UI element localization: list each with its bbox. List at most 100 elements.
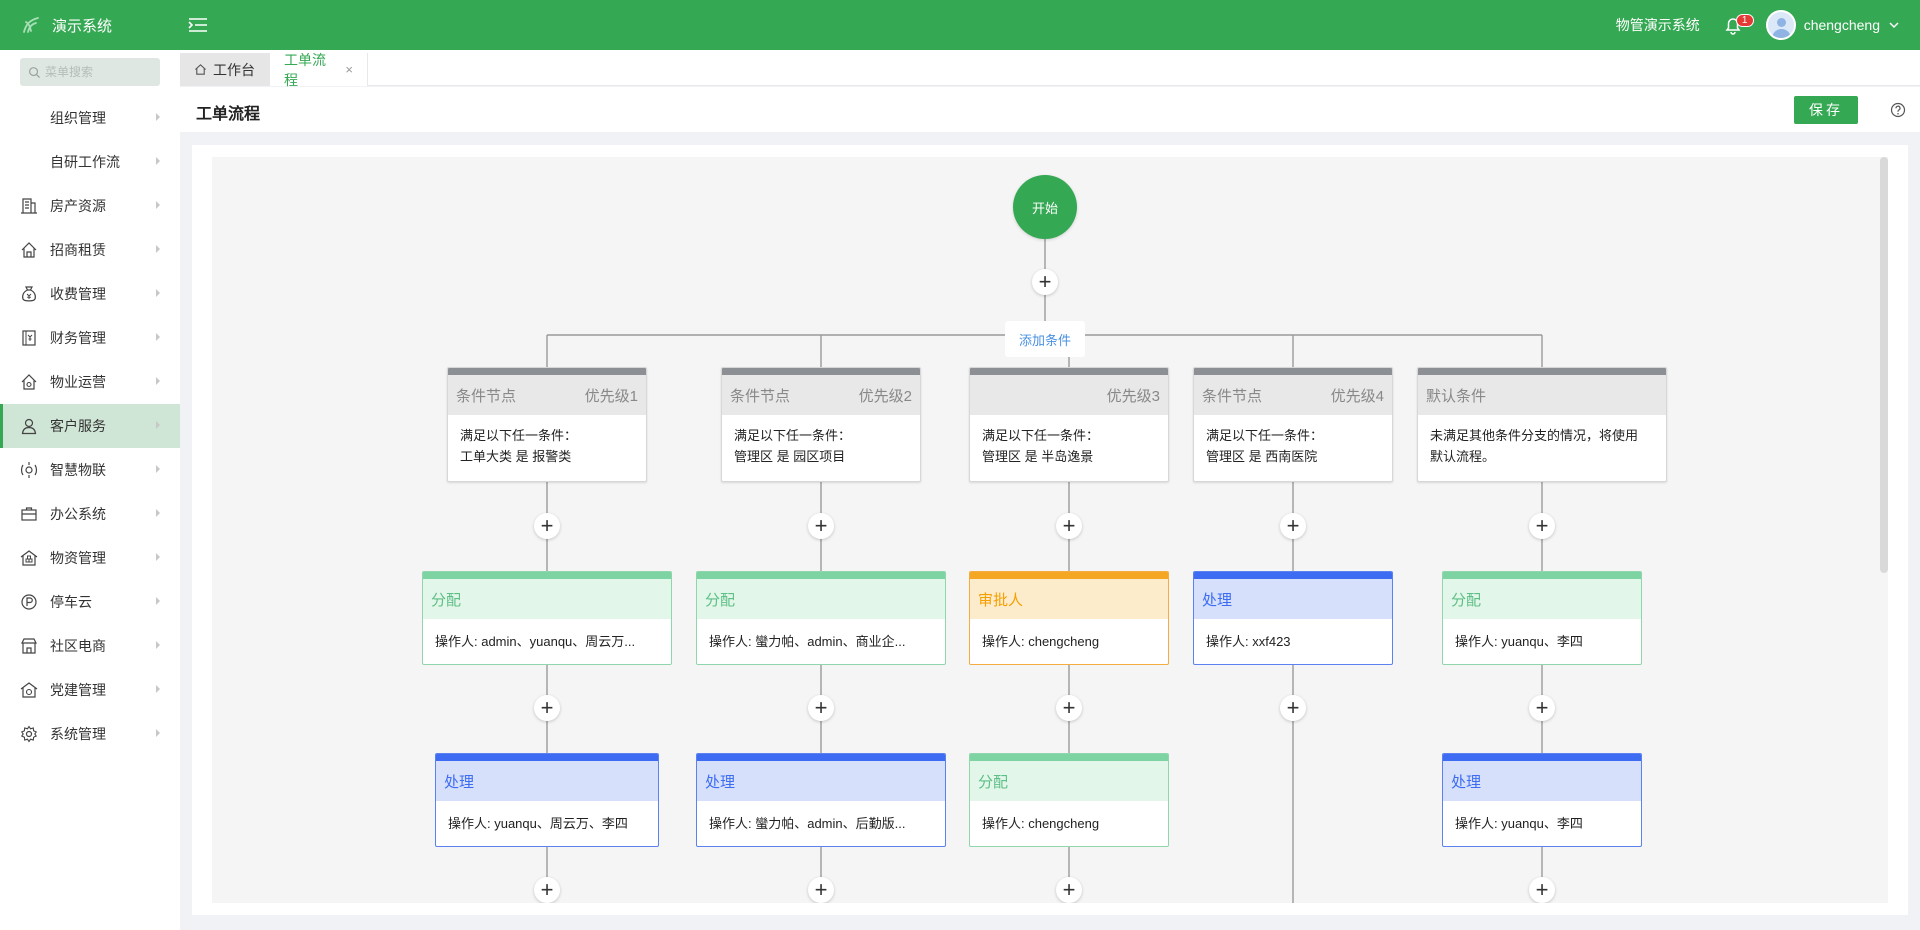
- sidebar-item-billing[interactable]: 收费管理: [0, 272, 180, 316]
- canvas-scrollbar[interactable]: [1880, 157, 1888, 573]
- assign-node[interactable]: 分配 操作人: 蠻力帕、admin、商业企...: [696, 571, 946, 665]
- approver-node[interactable]: 审批人 操作人: chengcheng: [969, 571, 1169, 665]
- sidebar-item-ecommerce[interactable]: 社区电商: [0, 624, 180, 668]
- sidebar-item-iot[interactable]: 智慧物联: [0, 448, 180, 492]
- tab-workorder-flow[interactable]: 工单流程 ×: [270, 52, 368, 88]
- assign-node[interactable]: 分配 操作人: chengcheng: [969, 753, 1169, 847]
- caret-right-icon: [156, 201, 160, 209]
- add-node-button[interactable]: +: [1280, 695, 1306, 721]
- add-node-button[interactable]: +: [1056, 513, 1082, 539]
- search-icon: [29, 66, 41, 78]
- condition-node-2[interactable]: 条件节点 优先级2 满足以下任一条件： 管理区 是 园区项目: [721, 367, 921, 482]
- chevron-down-icon: [1889, 22, 1899, 29]
- iot-icon: [20, 462, 38, 478]
- node-title: 分配: [978, 773, 1009, 791]
- menu-search[interactable]: [20, 58, 160, 86]
- condition-name: 条件节点: [730, 387, 791, 405]
- add-node-button[interactable]: +: [1056, 877, 1082, 903]
- add-node-button[interactable]: +: [1529, 513, 1555, 539]
- brand[interactable]: 演示系统: [20, 0, 112, 50]
- node-title: 审批人: [978, 591, 1024, 609]
- add-node-button[interactable]: +: [1529, 695, 1555, 721]
- sidebar-item-parking[interactable]: 停车云: [0, 580, 180, 624]
- condition-node-1[interactable]: 条件节点优先级1 满足以下任一条件：工单大类 是 报警类: [447, 367, 647, 482]
- condition-rule: 管理区 是 园区项目: [734, 449, 846, 464]
- condition-rule: 管理区 是 西南医院: [1206, 449, 1318, 464]
- node-operators: 操作人: xxf423: [1206, 634, 1291, 649]
- condition-priority: 优先级2: [858, 387, 912, 405]
- sidebar-item-materials[interactable]: 物资管理: [0, 536, 180, 580]
- sidebar-item-property[interactable]: 房产资源: [0, 184, 180, 228]
- tab-home[interactable]: 工作台: [180, 53, 270, 86]
- node-title: 处理: [1202, 591, 1233, 609]
- sidebar-item-label: 停车云: [50, 594, 92, 610]
- condition-desc: 满足以下任一条件：: [1206, 428, 1324, 443]
- notification-bell[interactable]: 1: [1722, 14, 1754, 36]
- menu-collapse-icon[interactable]: [186, 13, 210, 37]
- condition-node-4[interactable]: 条件节点优先级4 满足以下任一条件：管理区 是 西南医院: [1193, 367, 1393, 482]
- sidebar-item-label: 社区电商: [50, 638, 106, 654]
- sidebar-item-system[interactable]: 系统管理: [0, 712, 180, 756]
- add-node-button[interactable]: +: [1280, 513, 1306, 539]
- sidebar-item-party[interactable]: 党建管理: [0, 668, 180, 712]
- sidebar-item-office[interactable]: 办公系统: [0, 492, 180, 536]
- avatar: [1765, 10, 1796, 40]
- sidebar-item-operations[interactable]: 物业运营: [0, 360, 180, 404]
- caret-right-icon: [156, 245, 160, 253]
- sidebar-item-customer-service[interactable]: 客户服务: [0, 404, 180, 448]
- add-node-button[interactable]: +: [1529, 877, 1555, 903]
- process-node[interactable]: 处理 操作人: 蠻力帕、admin、后勤版...: [696, 753, 946, 847]
- page-header: 工单流程 保存: [180, 87, 1920, 132]
- add-node-button[interactable]: +: [534, 513, 560, 539]
- sidebar-item-finance[interactable]: 财务管理: [0, 316, 180, 360]
- flow-canvas-wrapper: 开始 + 添加条件 条件节点优先级1 满足以下任一条件：工单大类 是 报警类 条…: [192, 145, 1908, 915]
- condition-desc: 未满足其他条件分支的情况，将使用: [1430, 428, 1639, 443]
- close-icon[interactable]: ×: [345, 62, 353, 77]
- process-node[interactable]: 处理 操作人: yuanqu、周云万、李四: [435, 753, 659, 847]
- top-bar: 演示系统 物管演示系统 1 chengcheng: [0, 0, 1920, 50]
- add-node-button[interactable]: +: [808, 513, 834, 539]
- building-icon: [21, 198, 37, 214]
- sidebar-item-label: 房产资源: [50, 198, 106, 214]
- assign-node[interactable]: 分配 操作人: admin、yuanqu、周云万...: [422, 571, 672, 665]
- add-node-button[interactable]: +: [1032, 269, 1058, 295]
- home-icon: [195, 64, 206, 75]
- tab-home-label: 工作台: [213, 61, 255, 78]
- money-bag-icon: [22, 286, 36, 302]
- add-condition-button[interactable]: 添加条件: [1005, 321, 1085, 357]
- add-node-button[interactable]: +: [534, 695, 560, 721]
- start-node[interactable]: 开始: [1013, 175, 1077, 239]
- caret-right-icon: [156, 553, 160, 561]
- add-node-button[interactable]: +: [1056, 695, 1082, 721]
- sidebar-item-workflow[interactable]: 自研工作流: [0, 140, 180, 184]
- assign-node[interactable]: 分配 操作人: yuanqu、李四: [1442, 571, 1642, 665]
- condition-priority: 优先级3: [1106, 387, 1160, 405]
- process-node[interactable]: 处理 操作人: xxf423: [1193, 571, 1393, 665]
- user-menu[interactable]: chengcheng: [1765, 10, 1900, 40]
- menu-search-input[interactable]: [45, 65, 155, 79]
- add-node-button[interactable]: +: [534, 877, 560, 903]
- caret-right-icon: [156, 157, 160, 165]
- condition-node-default[interactable]: 默认条件 未满足其他条件分支的情况，将使用默认流程。: [1417, 367, 1667, 482]
- condition-desc: 满足以下任一条件：: [734, 428, 852, 443]
- save-button[interactable]: 保存: [1794, 96, 1858, 124]
- sidebar-item-leasing[interactable]: 招商租赁: [0, 228, 180, 272]
- caret-right-icon: [156, 509, 160, 517]
- username: chengcheng: [1803, 17, 1880, 33]
- node-operators: 操作人: yuanqu、李四: [1455, 816, 1583, 831]
- tabs-bar: 工作台 工单流程 ×: [180, 50, 1920, 88]
- process-node[interactable]: 处理 操作人: yuanqu、李四: [1442, 753, 1642, 847]
- add-node-button[interactable]: +: [808, 877, 834, 903]
- condition-name: 条件节点: [456, 387, 517, 405]
- sidebar-item-org[interactable]: 组织管理: [0, 96, 180, 140]
- help-icon[interactable]: [1890, 102, 1906, 118]
- brand-title: 演示系统: [52, 17, 113, 35]
- node-operators: 操作人: chengcheng: [982, 816, 1100, 831]
- house-cog-icon: [21, 374, 37, 390]
- house-icon: [21, 242, 37, 258]
- condition-node-3[interactable]: 优先级3 满足以下任一条件：管理区 是 半岛逸景: [969, 367, 1169, 482]
- condition-rule: 默认流程。: [1430, 449, 1496, 464]
- system-name[interactable]: 物管演示系统: [1615, 17, 1700, 33]
- add-node-button[interactable]: +: [808, 695, 834, 721]
- caret-right-icon: [156, 113, 160, 121]
